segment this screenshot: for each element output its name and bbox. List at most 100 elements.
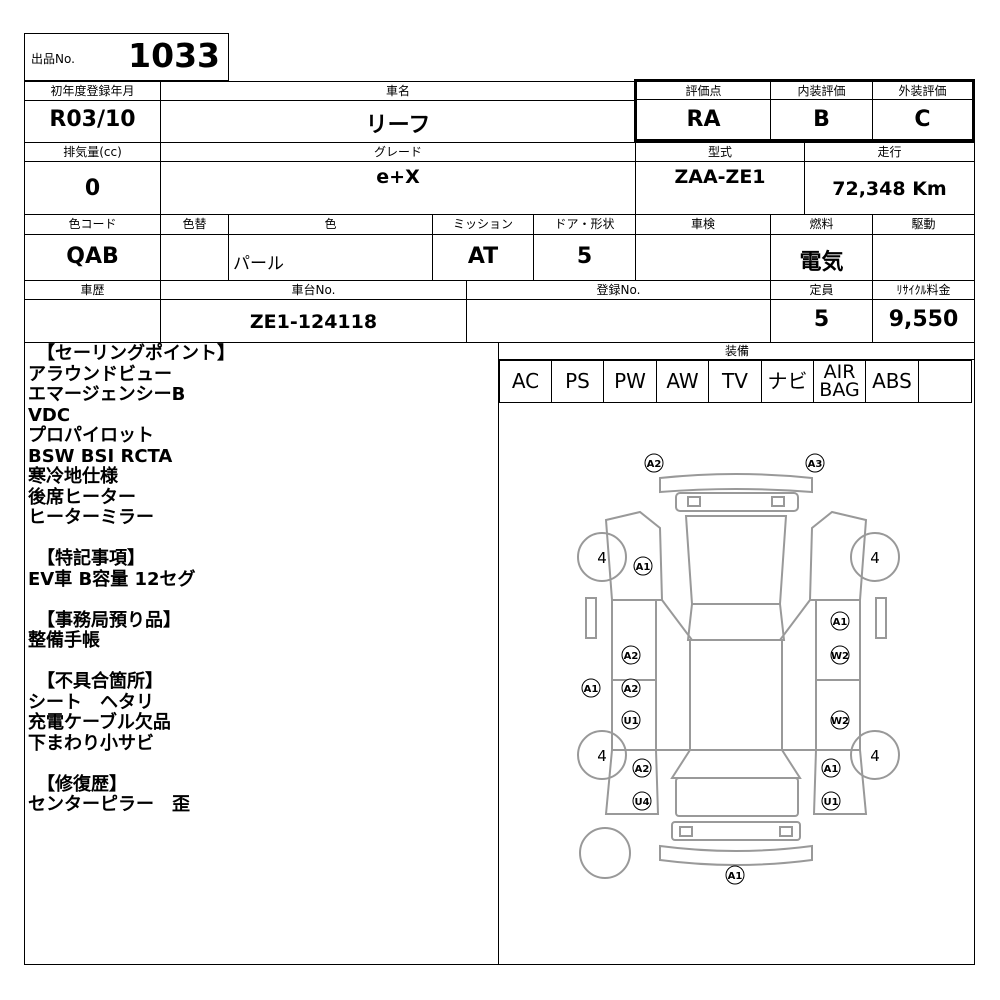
svg-text:A2: A2 — [624, 684, 639, 695]
first-registration-cell: 初年度登録年月 R03/10 — [24, 81, 161, 143]
notes-line: センターピラー 歪 — [28, 794, 190, 815]
damage-mark: A3 — [805, 453, 825, 473]
tire-rear-right-mark: 4 — [870, 747, 880, 765]
equipment-header: 装備 — [499, 342, 975, 360]
tire-rear-left-mark: 4 — [597, 747, 607, 765]
equipment-ps: PS — [552, 360, 604, 403]
chassis-cell: 車台No. ZE1-124118 — [160, 280, 467, 343]
equipment-tv: TV — [709, 360, 762, 403]
chassis-value: ZE1-124118 — [249, 311, 378, 333]
chassis-label: 車台No. — [291, 283, 336, 297]
grade-label: グレード — [373, 145, 422, 159]
first-registration-label: 初年度登録年月 — [50, 84, 135, 98]
color-label: 色 — [324, 217, 337, 231]
listing-number-box: 出品No. 1033 — [24, 33, 229, 81]
notes-line: VDC — [28, 404, 71, 426]
registration-number-cell: 登録No. — [466, 280, 771, 343]
notes-line: 【修復歴】 — [28, 773, 127, 795]
notes-line: 寒冷地仕様 — [28, 466, 118, 487]
displacement-cell: 排気量(cc) 0 — [24, 142, 161, 215]
notes-line: シート ヘタリ — [28, 691, 154, 713]
recycle-fee-cell: ﾘｻｲｸﾙ料金 9,550 — [872, 280, 975, 343]
score-value: RA — [686, 107, 721, 132]
svg-text:W2: W2 — [831, 651, 849, 662]
damage-mark: A1 — [633, 556, 653, 576]
equipment-ac: AC — [500, 360, 552, 403]
mileage-cell: 走行 72,348 Km — [804, 142, 975, 215]
repaint-cell: 色替 — [160, 214, 229, 281]
capacity-cell: 定員 5 — [770, 280, 873, 343]
equipment-aw: AW — [657, 360, 709, 403]
notes-line: 【特記事項】 — [28, 548, 145, 569]
svg-text:A3: A3 — [808, 459, 823, 470]
tire-front-left-mark: 4 — [597, 549, 607, 567]
score-label: 評価点 — [685, 84, 722, 98]
registration-number-label: 登録No. — [596, 283, 641, 297]
mission-cell: ミッション AT — [432, 214, 534, 281]
listing-number-value: 1033 — [128, 36, 220, 75]
interior-grade-label: 内装評価 — [797, 84, 846, 98]
recycle-fee-value: 9,550 — [888, 307, 959, 332]
notes-line: アラウンドビュー — [28, 363, 172, 385]
damage-mark: U4 — [632, 791, 652, 811]
equipment-airbag: AIR BAG — [814, 360, 866, 403]
damage-mark: A1 — [821, 758, 841, 778]
svg-text:A2: A2 — [635, 764, 650, 775]
drive-label: 駆動 — [911, 217, 936, 231]
color-code-label: 色コード — [68, 217, 117, 231]
door-label: ドア・形状 — [554, 217, 615, 231]
car-name-cell: 車名 リーフ — [160, 81, 636, 143]
notes-line: プロパイロット — [28, 425, 154, 446]
door-cell: ドア・形状 5 — [533, 214, 636, 281]
color-value: パール — [233, 254, 284, 274]
fuel-label: 燃料 — [809, 217, 834, 231]
fuel-value: 電気 — [799, 250, 844, 275]
svg-text:A1: A1 — [824, 764, 839, 775]
notes-list: 【セーリングポイント】 アラウンドビュー エマージェンシーB VDC プロパイロ… — [0, 343, 470, 844]
model-code-value: ZAA-ZE1 — [674, 166, 766, 188]
svg-text:A1: A1 — [833, 617, 848, 628]
damage-mark: A1 — [581, 678, 601, 698]
svg-text:W2: W2 — [831, 716, 849, 727]
tire-front-right-mark: 4 — [870, 549, 880, 567]
damage-mark: A2 — [644, 453, 664, 473]
fuel-cell: 燃料 電気 — [770, 214, 873, 281]
displacement-value: 0 — [84, 176, 101, 201]
mileage-value: 72,348 Km — [832, 178, 947, 200]
damage-mark: U1 — [821, 791, 841, 811]
displacement-label: 排気量(cc) — [63, 145, 122, 159]
inspection-label: 車検 — [690, 217, 715, 231]
grade-value: e+X — [376, 166, 420, 188]
equipment-label: 装備 — [724, 344, 749, 358]
first-registration-value: R03/10 — [49, 107, 136, 132]
svg-text:A1: A1 — [636, 562, 651, 573]
damage-mark: A2 — [632, 758, 652, 778]
damage-mark: A1 — [830, 611, 850, 631]
equipment-air-label: AIR — [823, 361, 856, 383]
svg-text:U1: U1 — [623, 716, 638, 727]
notes-line: EV車 B容量 12セグ — [28, 568, 196, 590]
damage-mark: A2 — [621, 678, 641, 698]
svg-text:U4: U4 — [634, 797, 649, 808]
capacity-label: 定員 — [809, 283, 834, 297]
color-code-value: QAB — [66, 244, 119, 269]
notes-line: 充電ケーブル欠品 — [28, 712, 171, 733]
capacity-value: 5 — [813, 307, 830, 332]
equipment-bag-label: BAG — [819, 379, 860, 401]
tire-marks: 4 4 4 4 — [597, 549, 880, 765]
listing-number-label: 出品No. — [31, 52, 75, 66]
recycle-fee-label: ﾘｻｲｸﾙ料金 — [896, 283, 951, 297]
notes-line: BSW BSI RCTA — [28, 445, 173, 467]
damage-mark: W2 — [830, 710, 850, 730]
exterior-grade-value: C — [914, 107, 931, 132]
history-label: 車歴 — [80, 283, 105, 297]
vehicle-damage-diagram: 4 4 4 4 A2 A3 A1 A1 W2 A2 A1 A2 U1 W2 A2… — [577, 453, 900, 885]
model-code-label: 型式 — [707, 145, 732, 159]
notes-line: 後席ヒーター — [28, 486, 136, 508]
drive-cell: 駆動 — [872, 214, 975, 281]
color-cell: 色 パール — [228, 214, 433, 281]
damage-marks: A2 A3 A1 A1 W2 A2 A1 A2 U1 W2 A2 A1 U4 U… — [581, 453, 850, 885]
car-name-value: リーフ — [365, 113, 431, 138]
damage-mark: U1 — [621, 710, 641, 730]
damage-mark: A1 — [725, 865, 745, 885]
